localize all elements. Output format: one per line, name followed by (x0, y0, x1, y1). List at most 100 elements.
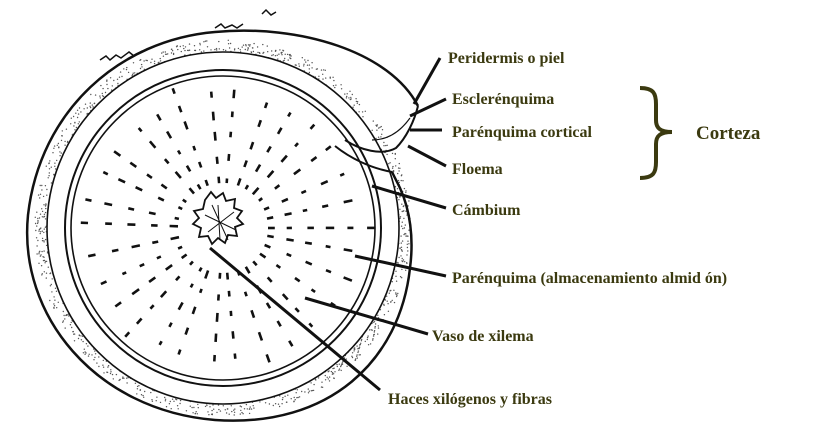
stipple-dot (43, 250, 44, 251)
stipple-dot (281, 53, 282, 54)
stipple-dot (57, 145, 58, 146)
stipple-dot (356, 345, 357, 346)
stipple-dot (402, 228, 403, 229)
stipple-dot (214, 49, 215, 50)
xylem-dash (246, 267, 250, 273)
stipple-dot (223, 49, 224, 50)
stipple-dot (53, 148, 54, 149)
stipple-dot (105, 92, 106, 93)
xylem-dash (215, 132, 216, 141)
stipple-dot (44, 228, 45, 229)
stipple-dot (46, 277, 47, 278)
stipple-dot (151, 59, 152, 60)
stipple-dot (249, 45, 250, 46)
stipple-dot (389, 162, 390, 163)
stipple-dot (395, 153, 396, 154)
stipple-dot (329, 380, 330, 381)
stipple-dot (119, 379, 120, 380)
stipple-dot (45, 239, 46, 240)
stipple-dot (147, 60, 148, 61)
stipple-dot (196, 411, 197, 412)
xylem-dash (344, 249, 353, 251)
stipple-dot (359, 347, 360, 348)
xylem-dash (85, 199, 91, 200)
stipple-dot (365, 111, 366, 112)
stipple-dot (340, 84, 341, 85)
stipple-dot (240, 49, 241, 50)
stipple-dot (307, 65, 308, 66)
stipple-dot (126, 378, 127, 379)
stipple-dot (37, 220, 38, 221)
stipple-dot (403, 234, 404, 235)
stipple-dot (141, 64, 142, 65)
xylem-dash (283, 294, 288, 299)
xylem-dash (259, 332, 262, 340)
leader-floema (408, 146, 446, 166)
stipple-dot (199, 49, 200, 50)
stipple-dot (240, 413, 241, 414)
stipple-dot (40, 214, 41, 215)
stipple-dot (309, 391, 310, 392)
stipple-dot (398, 180, 399, 181)
stipple-dot (313, 390, 314, 391)
stipple-dot (208, 414, 209, 415)
stipple-dot (350, 98, 351, 99)
stipple-dot (383, 142, 384, 143)
label-esclerenquima: Esclerénquima (452, 91, 554, 108)
xylem-dash (211, 92, 212, 98)
stipple-dot (121, 76, 122, 77)
stipple-dot (408, 230, 409, 231)
stipple-dot (397, 188, 398, 189)
xylem-dash (253, 188, 259, 195)
stipple-dot (46, 166, 47, 167)
xylem-dash (344, 277, 352, 280)
stipple-dot (40, 185, 41, 186)
stipple-dot (43, 241, 44, 242)
xylem-dash (179, 303, 183, 310)
xylem-dash (265, 103, 267, 108)
stipple-dot (49, 172, 50, 173)
stipple-dot (140, 68, 141, 69)
stipple-dot (396, 296, 397, 297)
stipple-dot (48, 177, 49, 178)
stipple-dot (216, 49, 217, 50)
stipple-dot (133, 62, 134, 63)
stipple-dot (219, 48, 220, 49)
stipple-dot (106, 84, 107, 85)
stipple-dot (59, 155, 60, 156)
stipple-dot (52, 152, 53, 153)
xylem-dash (276, 265, 280, 268)
stipple-dot (400, 276, 401, 277)
stipple-dot (406, 262, 407, 263)
stipple-dot (303, 64, 304, 65)
xylem-dash (178, 247, 182, 249)
xylem-dash (235, 354, 236, 359)
stipple-dot (289, 54, 290, 55)
xylem-dash (295, 143, 298, 146)
stipple-dot (133, 73, 134, 74)
stipple-dot (44, 214, 45, 215)
stipple-dot (285, 54, 286, 55)
stipple-dot (227, 408, 228, 409)
stipple-dot (74, 129, 75, 130)
stipple-dot (354, 105, 355, 106)
stipple-dot (160, 60, 161, 61)
xylem-dash (311, 157, 316, 161)
stipple-dot (180, 46, 181, 47)
stipple-dot (234, 48, 235, 49)
stipple-dot (154, 61, 155, 62)
stipple-dot (89, 106, 90, 107)
xylem-dash (259, 120, 261, 127)
stipple-dot (45, 212, 46, 213)
stipple-dot (408, 243, 409, 244)
stipple-dot (103, 367, 104, 368)
xylem-dash (157, 257, 161, 259)
stipple-dot (389, 290, 390, 291)
stipple-dot (41, 208, 42, 209)
stipple-dot (375, 326, 376, 327)
stipple-dot (51, 291, 52, 292)
stipple-dot (45, 261, 46, 262)
stipple-dot (35, 223, 36, 224)
stipple-dot (198, 407, 199, 408)
xylem-dash (267, 217, 273, 218)
